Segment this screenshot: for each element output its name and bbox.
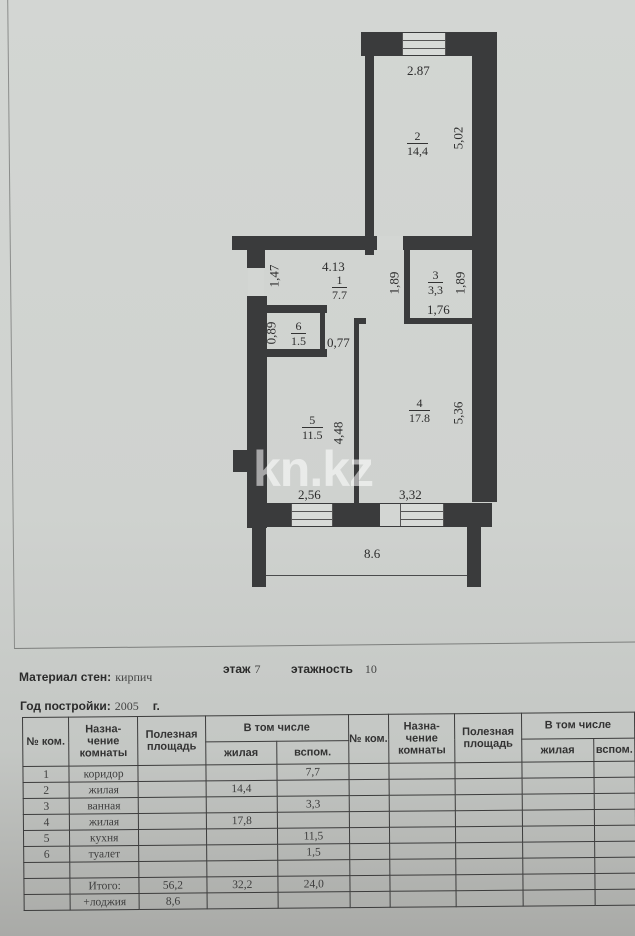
wall <box>265 349 327 357</box>
wall <box>265 305 327 313</box>
wall <box>404 250 410 322</box>
wall <box>365 55 374 255</box>
dim-room4-length: 5,36 <box>450 401 466 425</box>
dim-room2-length: 5,02 <box>450 126 466 150</box>
window <box>291 504 333 526</box>
dim-loggia-length: 8.6 <box>364 546 381 561</box>
wall <box>233 450 249 472</box>
header-purpose: Назна- чение комнаты <box>68 716 139 767</box>
header-including-2: В том числе <box>521 712 635 739</box>
wall-material: Материал стен:кирпич <box>19 670 153 684</box>
dim-corridor-left: 1,47 <box>266 264 282 288</box>
rooms-table: № ком. Назна- чение комнаты Полезная пло… <box>22 712 635 911</box>
wall <box>247 503 492 527</box>
dim-corridor-mid: 1,89 <box>386 271 402 295</box>
wall <box>354 320 359 505</box>
loggia-line <box>266 575 467 576</box>
header-purpose-2: Назна- чение комнаты <box>388 713 456 764</box>
room-label-4: 4 17.8 <box>409 396 430 425</box>
wall <box>403 236 475 250</box>
header-useful-area: Полезная площадь <box>137 715 206 766</box>
room-label-1: 1 7.7 <box>332 273 347 302</box>
header-aux: вспом. <box>276 740 349 765</box>
wall <box>467 527 481 587</box>
wall <box>247 250 265 268</box>
doorway <box>248 268 264 296</box>
room-label-2: 2 14,4 <box>407 129 428 158</box>
header-num-2: № ком. <box>348 714 389 764</box>
header-aux-2: вспом. <box>593 737 635 762</box>
wall <box>404 318 474 324</box>
header-including: В том числе <box>205 714 349 742</box>
dim-room4-width: 3,32 <box>399 487 422 502</box>
dim-bath-right: 1,89 <box>452 271 468 295</box>
dim-kitchen-width: 2,56 <box>298 487 321 502</box>
balcony-door <box>380 504 400 526</box>
wall <box>232 236 377 250</box>
wall <box>252 527 266 587</box>
wall <box>320 313 325 349</box>
header-useful-area-2: Полезная площадь <box>454 713 522 763</box>
wall <box>472 32 497 502</box>
room-label-3: 3 3,3 <box>428 268 443 297</box>
room-label-6: 6 1.5 <box>291 319 306 348</box>
dim-room2-width: 2.87 <box>407 63 430 78</box>
dim-toilet-height: 0,89 <box>263 321 279 345</box>
window <box>400 504 444 526</box>
header-living: жилая <box>205 740 277 765</box>
dim-toilet-door: 0,77 <box>327 335 350 350</box>
doorway <box>377 236 403 250</box>
watermark: kn.kz <box>253 441 374 497</box>
header-living-2: жилая <box>521 738 594 763</box>
dim-corridor-width: 4.13 <box>322 259 345 274</box>
room-label-5: 5 11.5 <box>302 413 323 442</box>
window <box>402 33 446 55</box>
wall <box>354 318 366 324</box>
dim-bath-width: 1,76 <box>427 302 450 317</box>
wall <box>247 296 267 528</box>
header-num: № ком. <box>22 717 70 767</box>
